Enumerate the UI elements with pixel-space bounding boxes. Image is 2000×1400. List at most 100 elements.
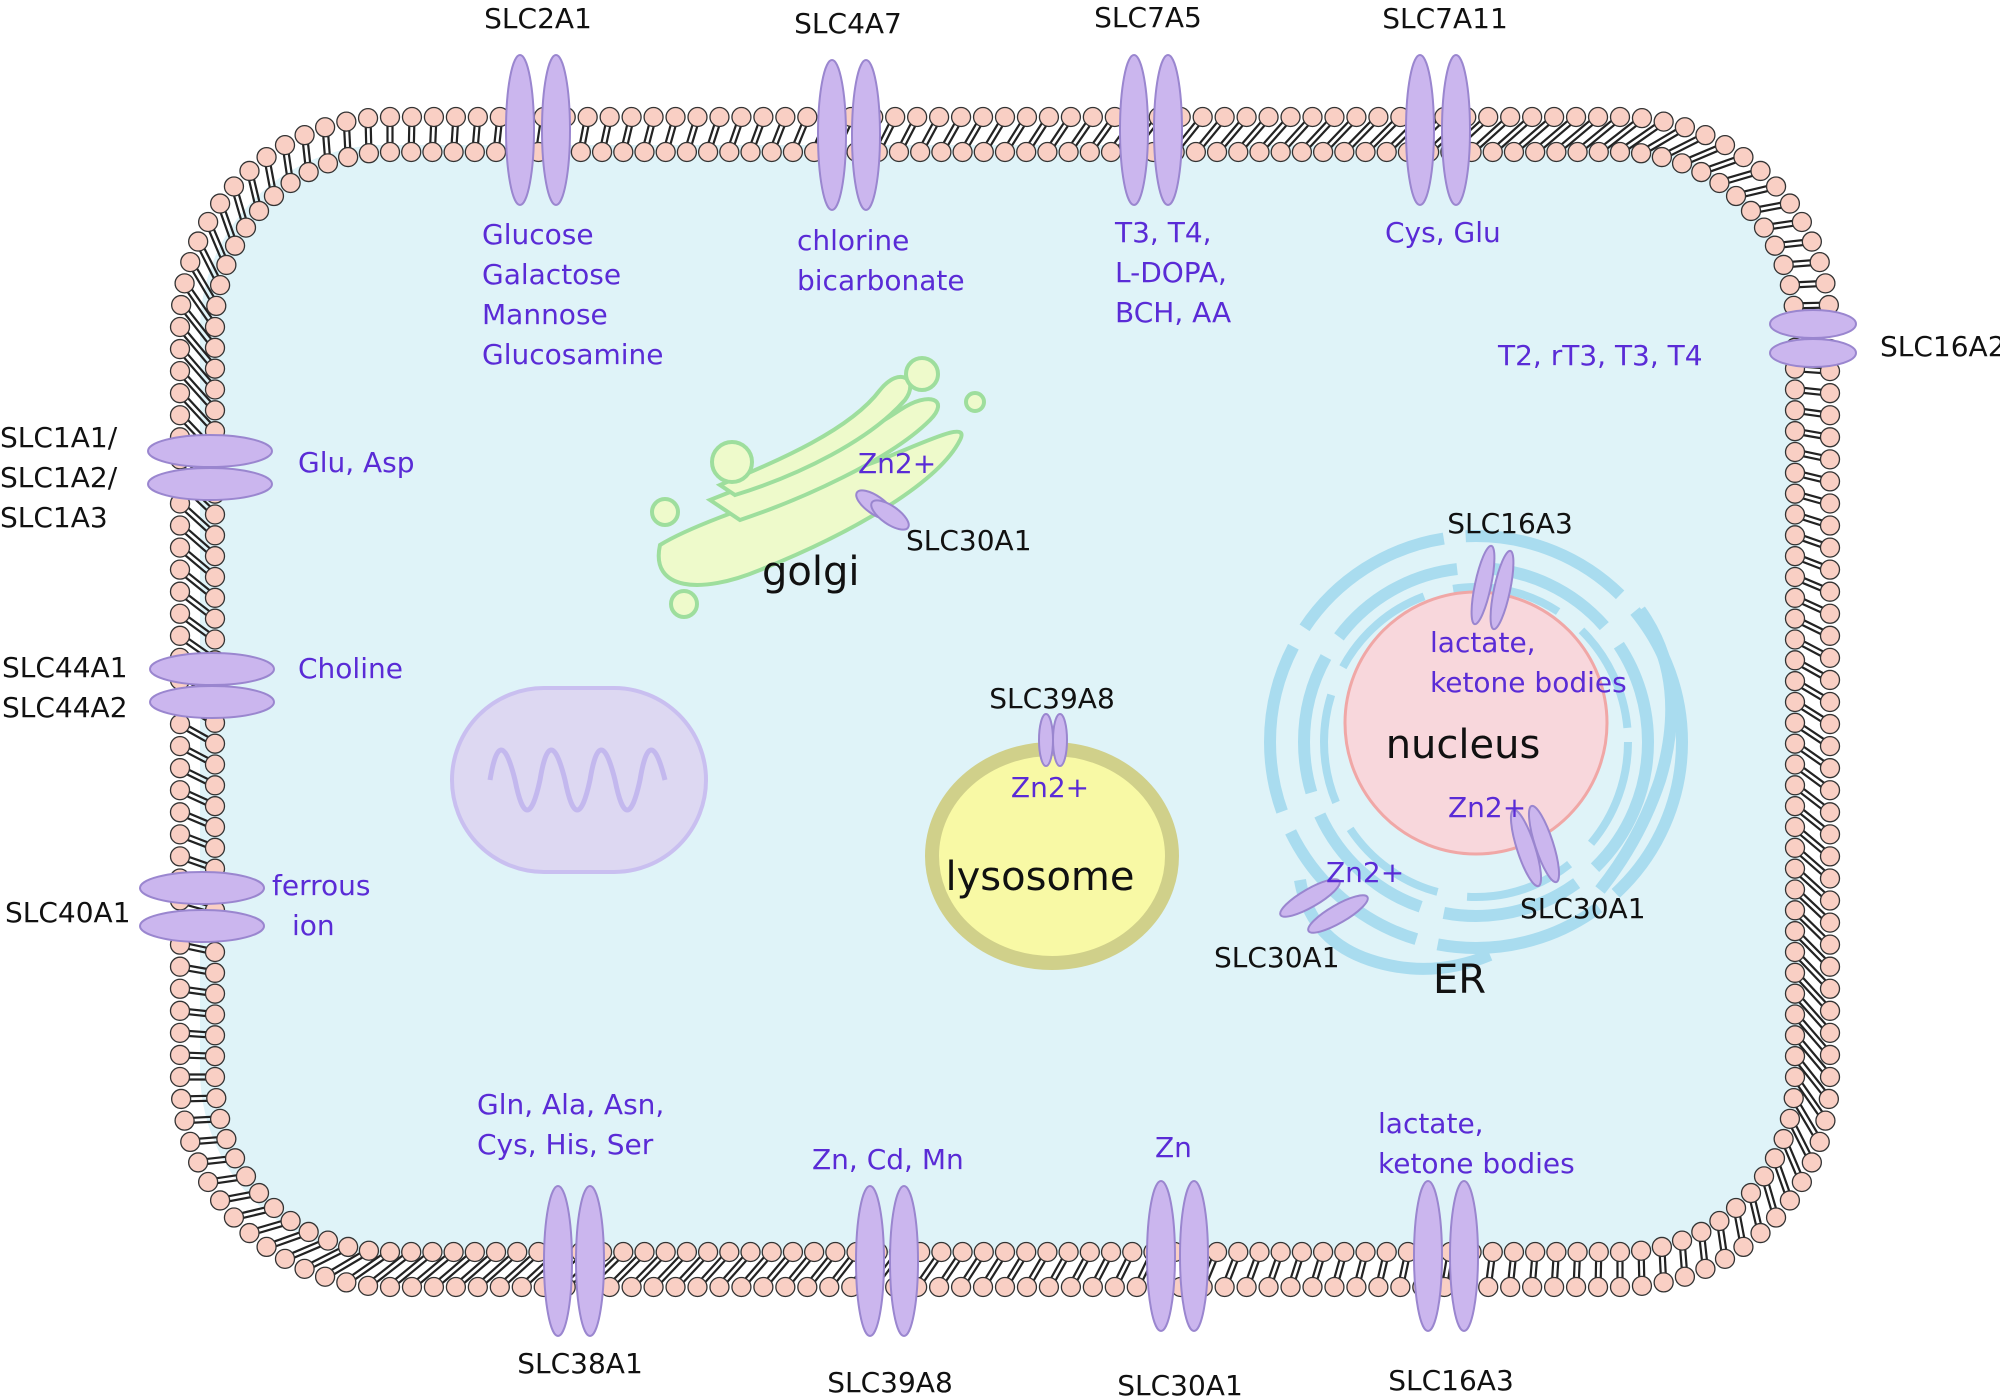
lysosome [925, 713, 1179, 970]
lipid-head [204, 733, 226, 754]
lipid-head [775, 1276, 796, 1298]
lipid-head [1695, 1258, 1716, 1279]
substrate-nucleus-top-2: ketone bodies [1430, 666, 1627, 699]
lipid-head [1784, 546, 1806, 567]
substrate-golgi: Zn2+ [858, 447, 936, 480]
golgi-apparatus [650, 356, 986, 619]
lipid-head [485, 1241, 507, 1263]
lipid-head [174, 1110, 195, 1131]
lipid-head [1784, 691, 1806, 713]
lipid-head [1521, 1276, 1543, 1298]
lipid-head [1819, 471, 1841, 492]
label-slc30a1-golgi: SLC30A1 [906, 524, 1032, 557]
lipid-head [697, 141, 719, 163]
lipid-head [204, 358, 226, 379]
lipid-head [676, 141, 698, 163]
lipid-head [204, 796, 226, 817]
lipid-head [1750, 160, 1771, 182]
lipid-head [423, 106, 445, 128]
lipid-head [952, 1241, 973, 1263]
label-slc1a-3: SLC1A3 [0, 501, 108, 534]
membrane-transporters [139, 54, 1857, 1337]
lipid-head [994, 1241, 1016, 1263]
lipid-head [1765, 176, 1787, 197]
lipid-head [464, 1241, 485, 1263]
lipid-head [1390, 1276, 1411, 1298]
lipid-head [298, 161, 319, 183]
lipid-head [1037, 141, 1058, 163]
lipid-head [1819, 780, 1841, 801]
lipid-head [314, 117, 336, 138]
lipid-head [204, 546, 226, 567]
lipid-head [1733, 1236, 1754, 1258]
lipid-head [1819, 383, 1841, 404]
lipid-head [422, 141, 443, 163]
lipid-head [489, 1276, 510, 1298]
lipid-head [1100, 141, 1122, 163]
lipid-head [1819, 912, 1841, 933]
lipid-head [1750, 1222, 1771, 1244]
lipid-head [1631, 108, 1653, 129]
lipid-head [1819, 1022, 1841, 1044]
lipid-head [1671, 1230, 1693, 1251]
lipid-head [1355, 1241, 1376, 1263]
lipid-head [1784, 754, 1806, 775]
lipid-head [263, 185, 285, 207]
lipid-head [263, 1197, 285, 1219]
lipid-head [952, 141, 973, 163]
substrate-lysosome: Zn2+ [1011, 771, 1089, 804]
lipid-head [1016, 1276, 1038, 1298]
lipid-head [337, 146, 359, 168]
lipid-head [204, 816, 226, 838]
lipid-head [1764, 1148, 1786, 1169]
lipid-head [1725, 1197, 1747, 1219]
lipid-head [169, 405, 191, 426]
lipid-head [1038, 1276, 1060, 1298]
lipid-head [1609, 1241, 1631, 1263]
lipid-head [1773, 254, 1794, 276]
lipid-head [621, 1276, 642, 1298]
lipid-head [950, 1276, 972, 1298]
lipid-head [1324, 106, 1345, 128]
lipid-head [1818, 1088, 1839, 1110]
lipid-head [1764, 235, 1786, 256]
lipid-head [188, 1152, 209, 1173]
lipid-head [1801, 1152, 1822, 1173]
lipid-head [1819, 537, 1841, 558]
lipid-head [1819, 1066, 1841, 1088]
lipid-head [1714, 1248, 1736, 1270]
lipid-head [1784, 941, 1806, 963]
lipid-head [687, 106, 708, 128]
lipid-head [169, 537, 191, 558]
lipid-head [401, 106, 423, 128]
nucleus [1279, 544, 1609, 934]
label-slc16a3-nucleus: SLC16A3 [1447, 507, 1573, 540]
lipid-head [204, 983, 226, 1004]
lipid-head [337, 1236, 359, 1258]
lipid-head [1819, 559, 1841, 580]
lipid-head [1651, 1236, 1673, 1258]
lipid-head [1104, 1276, 1125, 1298]
organelle-nucleus: nucleus [1386, 722, 1541, 768]
lipid-head [1228, 1241, 1249, 1263]
lipid-head [298, 1221, 319, 1243]
lipid-head [1819, 691, 1841, 713]
lipid-head [591, 141, 613, 163]
label-slc40a1: SLC40A1 [5, 896, 131, 929]
lipid-head [613, 1241, 634, 1263]
lipid-head [1819, 515, 1841, 536]
label-slc7a11: SLC7A11 [1382, 2, 1508, 35]
lipid-head [761, 1241, 782, 1263]
lipid-head [169, 360, 191, 382]
lipid-head [1819, 890, 1841, 911]
lipid-head [209, 274, 231, 296]
lipid-head [910, 141, 931, 163]
substrate-slc2a1-1: Glucose [482, 218, 594, 251]
lipid-head [1206, 141, 1228, 163]
lipid-head [1784, 504, 1806, 525]
substrate-slc44: Choline [298, 652, 403, 685]
lipid-head [204, 629, 226, 650]
lipid-head [1819, 824, 1841, 845]
lipid-head [1346, 1276, 1367, 1298]
substrate-slc2a1-3: Mannose [482, 298, 608, 331]
